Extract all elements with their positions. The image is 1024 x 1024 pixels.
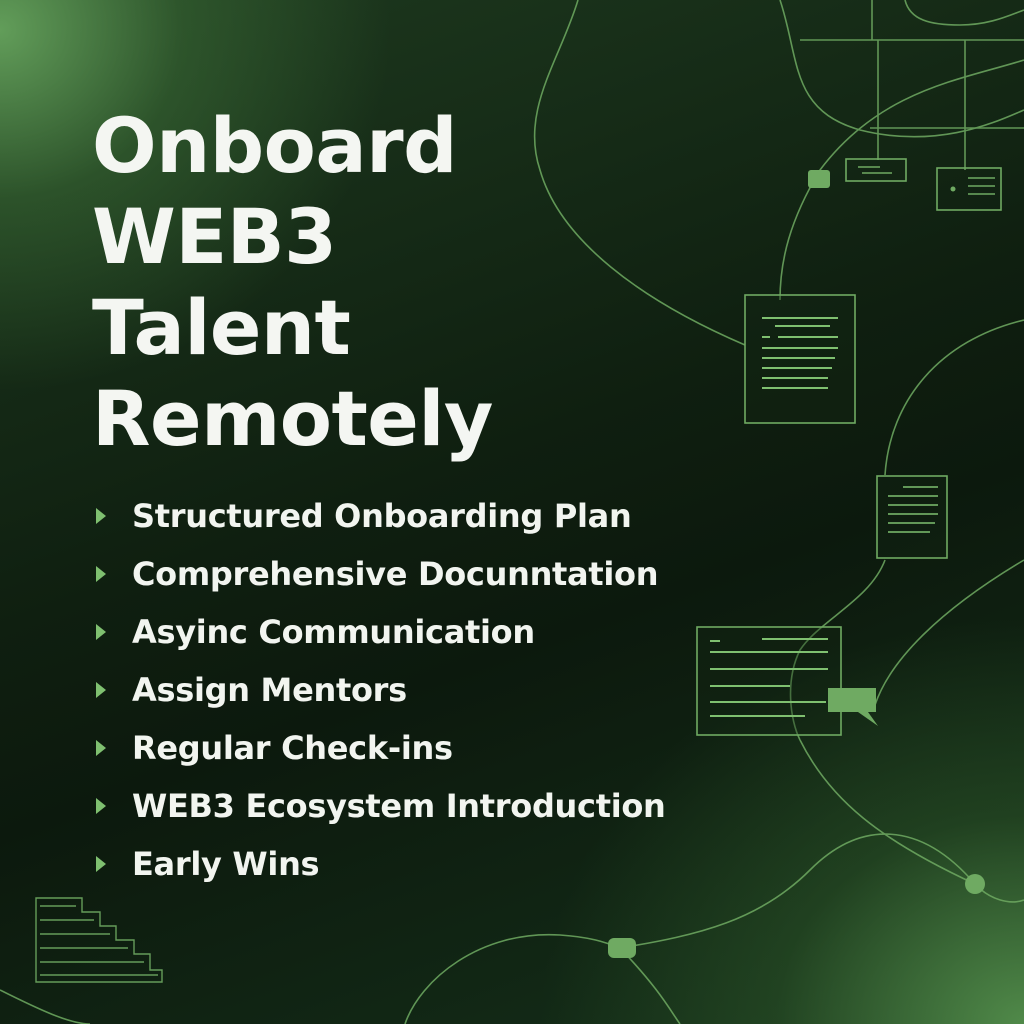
- headline-line-4: Remotely: [92, 374, 493, 463]
- list-item: Early Wins: [96, 835, 666, 893]
- triangle-right-icon: [96, 566, 106, 582]
- node-dot-icon: [808, 170, 830, 188]
- list-item: Assign Mentors: [96, 661, 666, 719]
- list-item-label: Early Wins: [132, 845, 320, 883]
- triangle-right-icon: [96, 682, 106, 698]
- document-icon: [696, 626, 842, 736]
- chat-bubble-icon: [828, 688, 878, 726]
- list-item-label: WEB3 Ecosystem Introduction: [132, 787, 666, 825]
- triangle-right-icon: [96, 856, 106, 872]
- triangle-right-icon: [96, 508, 106, 524]
- list-item: Asyinc Communication: [96, 603, 666, 661]
- node-dot-icon: [965, 874, 985, 894]
- list-item: WEB3 Ecosystem Introduction: [96, 777, 666, 835]
- benefits-list: Structured Onboarding Plan Comprehensive…: [96, 487, 666, 893]
- node-dot-icon: [608, 938, 636, 958]
- triangle-right-icon: [96, 624, 106, 640]
- list-item: Regular Check-ins: [96, 719, 666, 777]
- list-item-label: Asyinc Communication: [132, 613, 535, 651]
- list-item-label: Comprehensive Docunntation: [132, 555, 659, 593]
- document-icon: [35, 897, 163, 983]
- triangle-right-icon: [96, 740, 106, 756]
- list-item: Comprehensive Docunntation: [96, 545, 666, 603]
- list-item-label: Assign Mentors: [132, 671, 407, 709]
- document-icon: [876, 475, 948, 559]
- document-icon: [936, 167, 1002, 211]
- headline-line-3: Talent: [92, 283, 351, 372]
- list-item-label: Structured Onboarding Plan: [132, 497, 632, 535]
- list-item-label: Regular Check-ins: [132, 729, 453, 767]
- headline: Onboard WEB3 Talent Remotely: [92, 100, 692, 464]
- triangle-right-icon: [96, 798, 106, 814]
- list-item: Structured Onboarding Plan: [96, 487, 666, 545]
- headline-line-1: Onboard: [92, 101, 458, 190]
- headline-line-2: WEB3: [92, 192, 337, 281]
- document-icon: [845, 158, 907, 182]
